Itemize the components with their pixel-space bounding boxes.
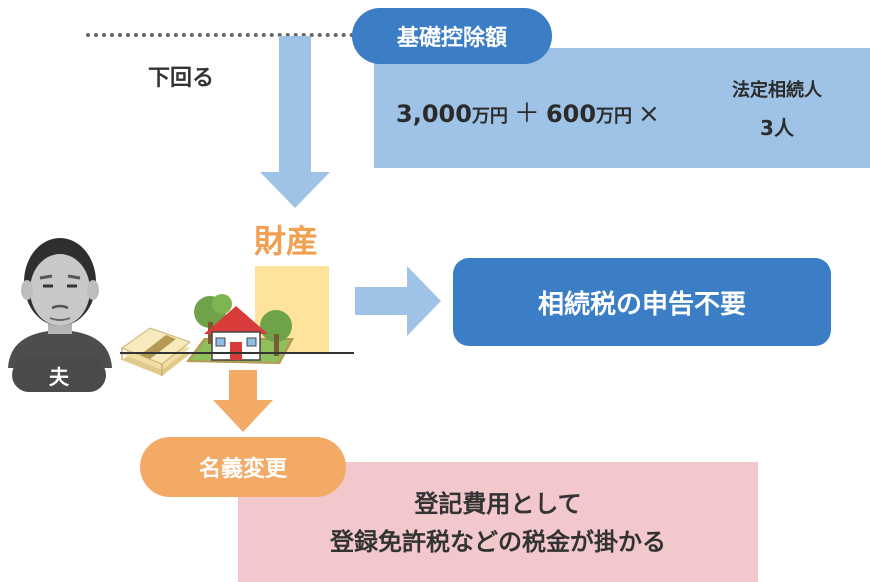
legal-heirs-label: 法定相続人 — [732, 80, 822, 101]
title-transfer-text: 名義変更 — [198, 457, 287, 482]
formula-plus: ＋ — [513, 99, 540, 129]
husband-badge: 夫 — [12, 358, 106, 392]
formula-unit-2: 万円 — [596, 106, 633, 127]
registration-cost-line-1: 登記費用として — [414, 490, 582, 518]
title-transfer-pill: 名義変更 — [140, 437, 346, 497]
deduction-formula: 3,000万円＋600万円× — [396, 93, 666, 130]
husband-label: 夫 — [49, 364, 69, 389]
legal-heirs-count: 3人 — [760, 116, 794, 140]
house-icon — [186, 294, 294, 364]
basic-deduction-panel — [374, 48, 870, 168]
basic-deduction-title: 基礎控除額 — [352, 8, 552, 64]
ground-line — [120, 352, 354, 354]
below-threshold-label: 下回る — [148, 66, 215, 91]
formula-amount-1: 3,000 — [396, 100, 472, 128]
elderly-man-icon — [8, 238, 112, 368]
no-tax-filing-needed-box: 相続税の申告不要 — [453, 258, 831, 346]
basic-deduction-title-text: 基礎控除額 — [396, 26, 507, 51]
formula-times: × — [638, 99, 660, 129]
down-arrow-icon — [260, 36, 330, 208]
assets-label: 財産 — [254, 222, 319, 260]
formula-unit-1: 万円 — [471, 106, 508, 127]
orange-down-arrow-icon — [213, 370, 273, 432]
threshold-dotted-line — [86, 33, 354, 37]
result-text: 相続税の申告不要 — [537, 289, 746, 320]
right-arrow-icon — [355, 266, 441, 336]
formula-amount-2: 600 — [545, 100, 597, 128]
registration-cost-line-2: 登録免許税などの税金が掛かる — [330, 528, 666, 556]
